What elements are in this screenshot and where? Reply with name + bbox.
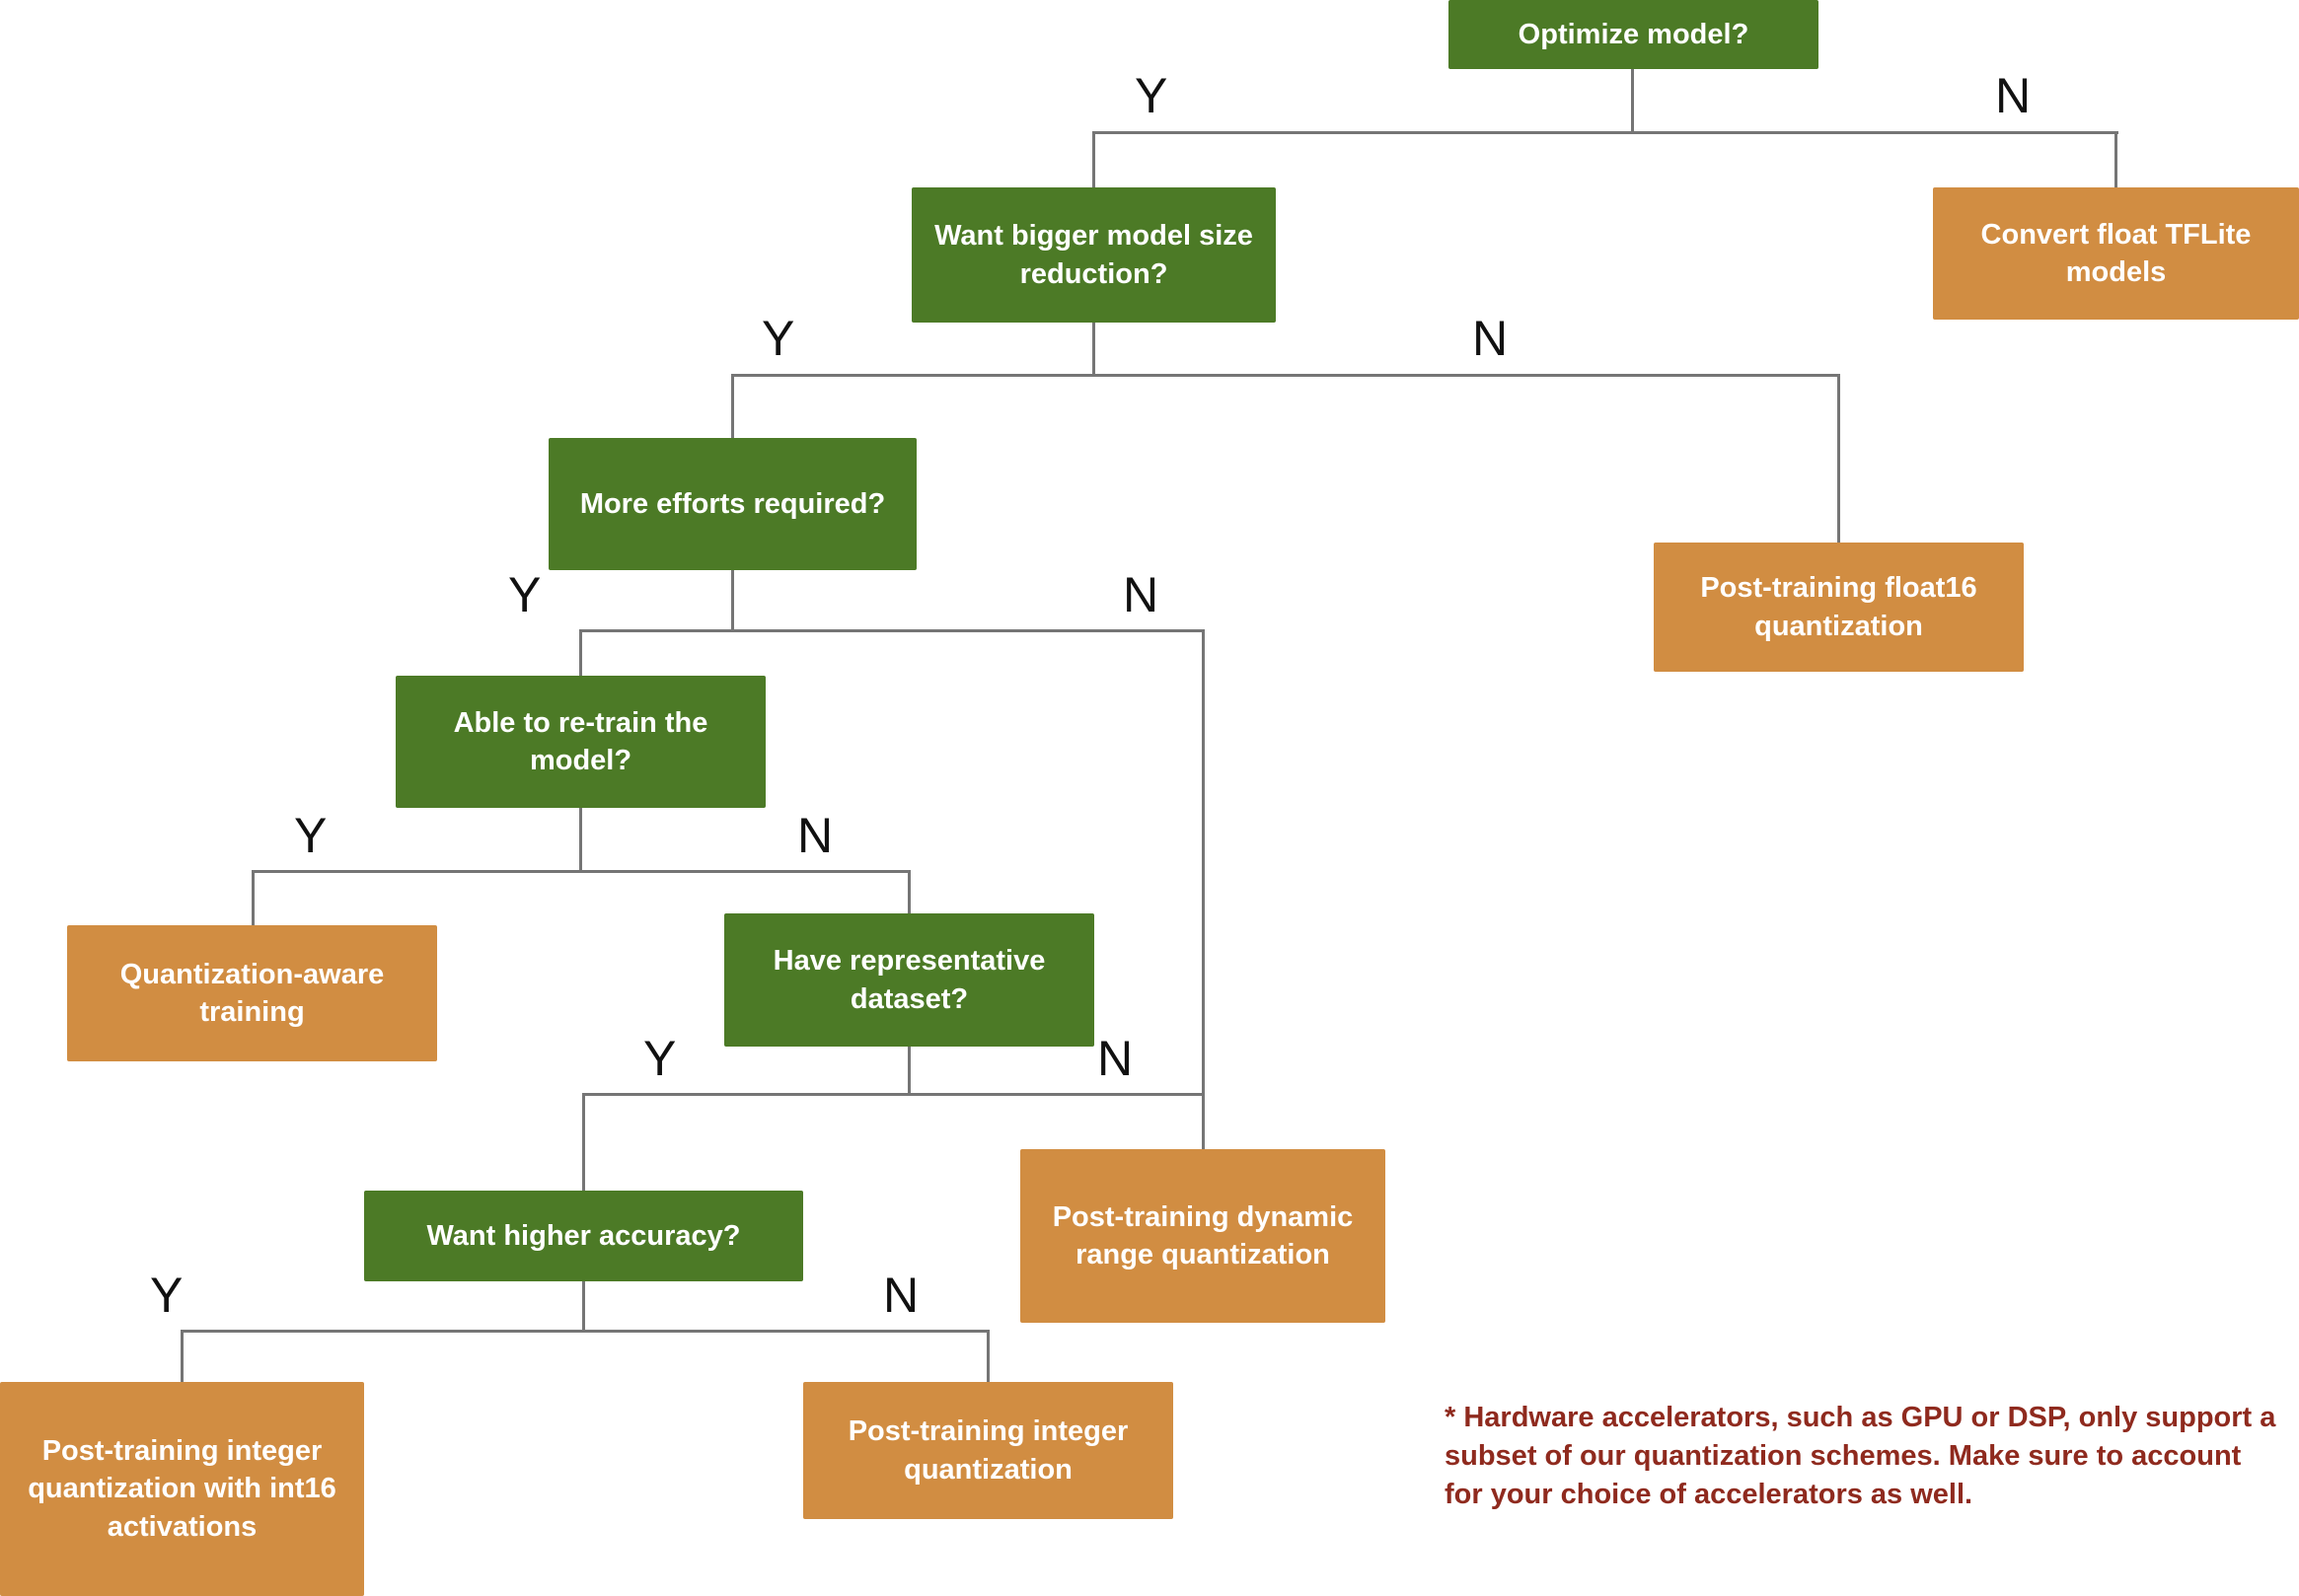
- node-label: Want higher accuracy?: [426, 1219, 741, 1252]
- connector-line: [252, 870, 911, 873]
- connector-line: [908, 1047, 911, 1094]
- node-label: Have representative dataset?: [773, 945, 1046, 1015]
- branch-label-yes: Y: [150, 1268, 184, 1323]
- connector-line: [731, 374, 734, 438]
- node-label: Post-training dynamic range quantization: [1052, 1200, 1354, 1270]
- connector-line: [579, 808, 582, 871]
- branch-label-no: N: [797, 808, 834, 863]
- node-post-training-float16-quantization: Post-training float16 quantization: [1654, 543, 2024, 672]
- node-post-training-integer-quantization: Post-training integer quantization: [803, 1382, 1173, 1519]
- node-more-efforts-required: More efforts required?: [549, 438, 917, 570]
- node-label: More efforts required?: [579, 487, 886, 520]
- branch-label-no: N: [1123, 567, 1159, 622]
- node-post-training-integer-quantization-int16: Post-training integer quantization with …: [0, 1382, 364, 1596]
- connector-line: [731, 570, 734, 630]
- connector-line: [1202, 629, 1205, 1149]
- node-want-higher-accuracy: Want higher accuracy?: [364, 1191, 803, 1281]
- branch-label-yes: Y: [508, 567, 542, 622]
- branch-label-yes: Y: [762, 311, 795, 366]
- branch-label-no: N: [1995, 68, 2032, 123]
- connector-line: [1092, 323, 1095, 375]
- node-label: Convert float TFLite models: [1980, 218, 2252, 288]
- connector-line: [582, 1093, 1205, 1096]
- connector-line: [1092, 131, 2118, 134]
- branch-label-yes: Y: [643, 1031, 677, 1086]
- node-have-representative-dataset: Have representative dataset?: [724, 913, 1094, 1047]
- branch-label-yes: Y: [294, 808, 328, 863]
- node-want-bigger-size-reduction: Want bigger model size reduction?: [912, 187, 1276, 323]
- connector-line: [908, 870, 911, 913]
- node-optimize-model: Optimize model?: [1448, 0, 1818, 69]
- connector-line: [181, 1330, 990, 1333]
- node-able-to-retrain-model: Able to re-train the model?: [396, 676, 766, 808]
- branch-label-no: N: [883, 1268, 920, 1323]
- node-label: Post-training integer quantization: [848, 1415, 1129, 1486]
- branch-label-no: N: [1472, 311, 1509, 366]
- node-label: Optimize model?: [1518, 18, 1749, 50]
- node-post-training-dynamic-range-quantization: Post-training dynamic range quantization: [1020, 1149, 1385, 1323]
- connector-line: [252, 870, 255, 925]
- node-label: Quantization-aware training: [119, 958, 385, 1028]
- branch-label-yes: Y: [1135, 68, 1168, 123]
- node-label: Post-training integer quantization with …: [28, 1435, 336, 1543]
- node-label: Want bigger model size reduction?: [934, 220, 1253, 290]
- connector-line: [582, 1093, 585, 1191]
- connector-line: [1837, 374, 1840, 543]
- connector-line: [1631, 69, 1634, 133]
- connector-line: [2114, 131, 2117, 187]
- node-label: Post-training float16 quantization: [1700, 572, 1977, 642]
- connector-line: [731, 374, 1840, 377]
- node-label: Able to re-train the model?: [453, 706, 708, 776]
- connector-line: [181, 1330, 184, 1382]
- connector-line: [579, 629, 582, 676]
- hardware-accelerator-footnote: * Hardware accelerators, such as GPU or …: [1445, 1402, 2276, 1511]
- connector-line: [582, 1281, 585, 1331]
- connector-line: [987, 1330, 990, 1382]
- branch-label-no: N: [1097, 1031, 1134, 1086]
- connector-line: [1092, 131, 1095, 187]
- connector-line: [579, 629, 1205, 632]
- node-quantization-aware-training: Quantization-aware training: [67, 925, 437, 1061]
- node-convert-float-tflite-models: Convert float TFLite models: [1933, 187, 2299, 320]
